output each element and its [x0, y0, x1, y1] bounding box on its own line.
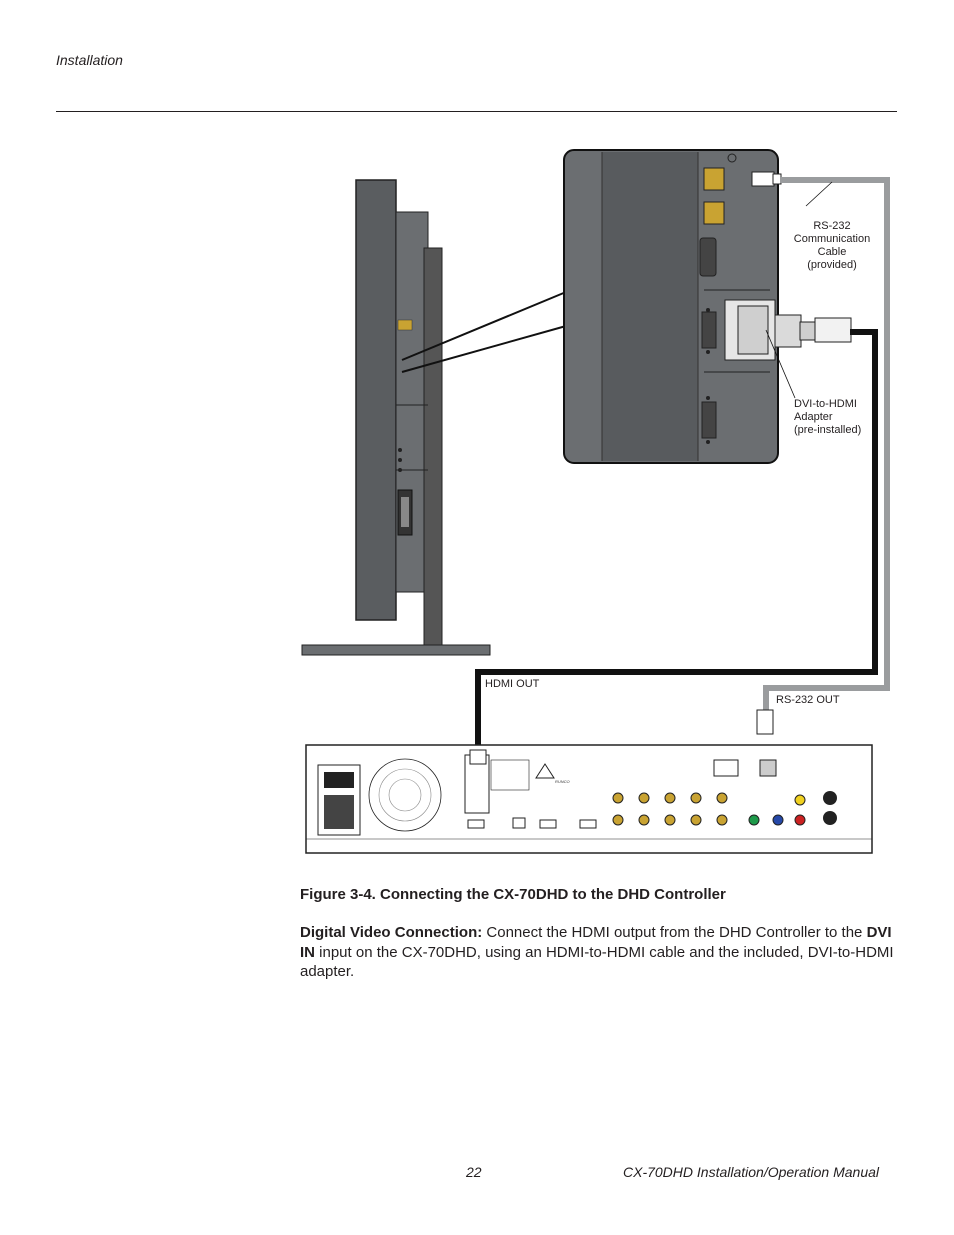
hdmi-cable: [475, 329, 878, 752]
lead-term: Digital Video Connection:: [300, 924, 483, 941]
callout-line: (provided): [807, 259, 857, 271]
callout-rs232-out: RS-232 OUT: [776, 694, 840, 706]
figure-caption: Figure 3-4. Connecting the CX-70DHD to t…: [300, 886, 726, 903]
manual-title: CX-70DHD Installation/Operation Manual: [623, 1164, 880, 1180]
callout-line: Communication: [793, 233, 871, 245]
callout-hdmi-out: HDMI OUT: [485, 678, 540, 690]
dvi-in-term: DVI IN: [300, 924, 892, 961]
callout-line: DVI-to-HDMI: [794, 398, 857, 410]
svg-text:RUNCO: RUNCO: [555, 779, 570, 784]
body-text: Connect the HDMI output from the DHD Con…: [482, 924, 867, 941]
callout-line: (pre-installed): [794, 424, 862, 436]
callout-line: RS-232: [813, 220, 851, 232]
callout-adapter: DVI-to-HDMI Adapter (pre-installed): [794, 398, 861, 437]
callout-rs232-cable: RS-232 Communication Cable (provided): [788, 220, 876, 272]
dhd-controller-rear: RUNCO: [305, 744, 873, 854]
connection-diagram: RUNCO: [301, 149, 890, 854]
callout-line: Adapter: [794, 411, 833, 423]
header-rule: [56, 111, 897, 112]
display-side-view: [301, 179, 491, 656]
connection-figure: RUNCO RS: [0, 140, 954, 865]
running-header: Installation: [56, 52, 123, 68]
connector-panel-inset: [563, 149, 852, 464]
page-number: 22: [466, 1164, 482, 1180]
body-text: input on the CX-70DHD, using an HDMI-to-…: [300, 943, 894, 981]
callout-line: Cable: [817, 246, 847, 258]
rs232-cable: [763, 177, 890, 710]
body-paragraph: Digital Video Connection: Connect the HD…: [300, 923, 900, 982]
